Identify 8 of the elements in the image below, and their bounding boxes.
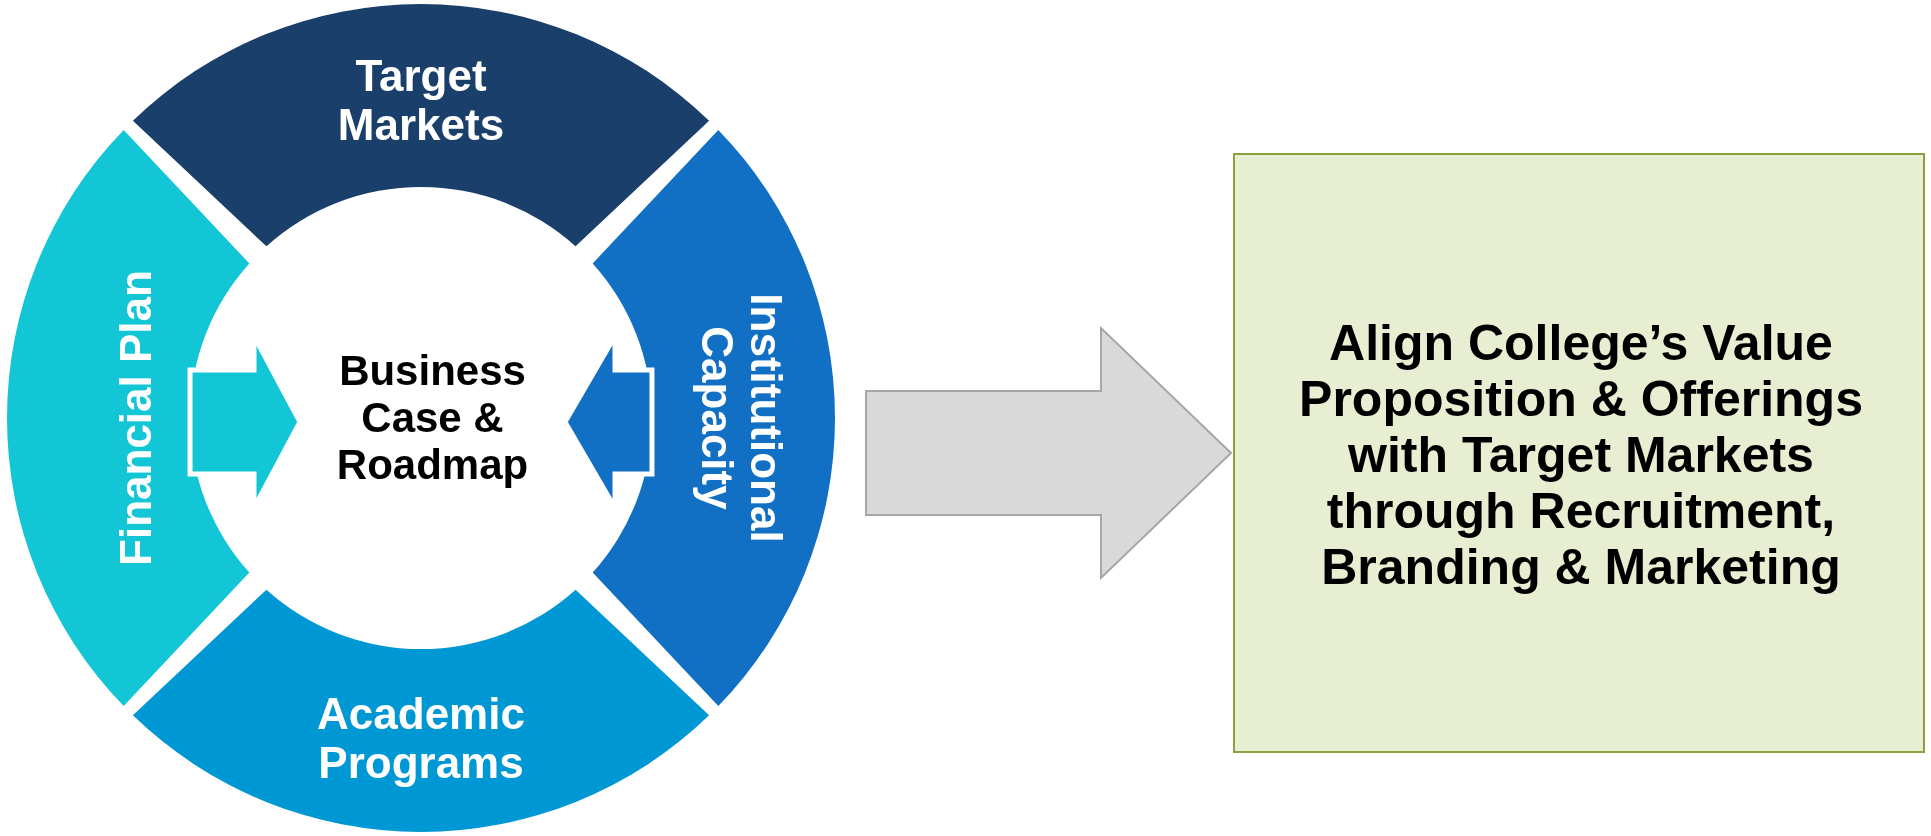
block-arrow [865, 325, 1233, 581]
segment-label: Academic Programs [316, 688, 526, 788]
segment-label: Institutional Capacity [692, 292, 792, 545]
segment-label: Target Markets [336, 50, 506, 150]
goal-text: Align College’s Value Proposition & Offerings with Target Markets through Recruitment, Branding & Marketing [1298, 315, 1864, 595]
goal-box [1233, 153, 1925, 753]
segment-label: Financial Plan [111, 269, 161, 568]
hub-label: Business Case & Roadmap [335, 347, 530, 489]
